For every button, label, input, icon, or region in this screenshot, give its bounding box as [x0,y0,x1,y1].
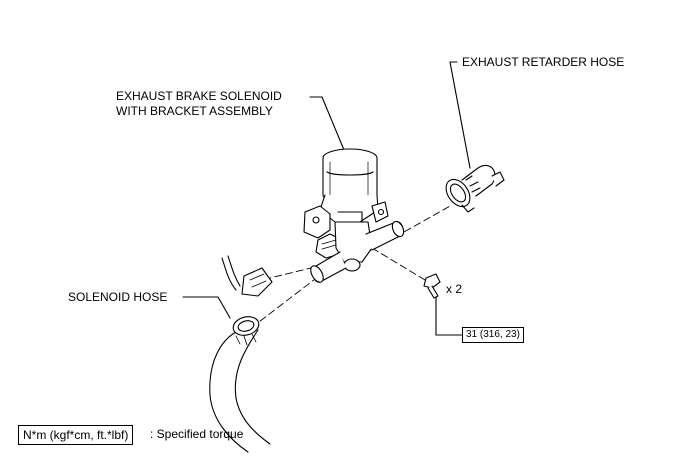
bolt [423,273,441,299]
torque-value-box: 31 (316, 23) [462,327,524,343]
solenoid-label-line2: WITH BRACKET ASSEMBLY [116,104,273,118]
solenoid-label-line1: EXHAUST BRAKE SOLENOID [116,89,282,103]
torque-legend-units: N*m (kgf*cm, ft.*lbf) [18,425,134,445]
solenoid-hose-label: SOLENOID HOSE [68,290,168,304]
bolt-quantity-label: x 2 [446,282,463,296]
retarder-hose-label: EXHAUST RETARDER HOSE [462,55,625,69]
wire-connector [221,255,273,297]
solenoid-assembly [303,148,405,283]
exhaust-retarder-hose [445,164,505,213]
torque-legend-description: : Specified torque [150,427,244,441]
solenoid-hose [209,316,271,453]
leader-lines [182,61,471,336]
